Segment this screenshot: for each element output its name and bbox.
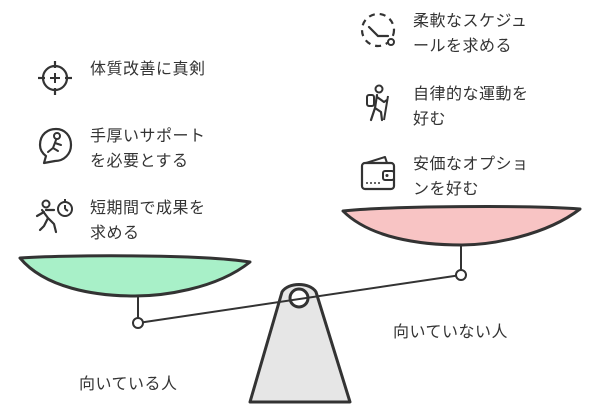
- left-item-2: 手厚いサポート を必要とする: [34, 124, 206, 173]
- left-joint: [132, 317, 144, 329]
- right-item-1-line-1: 柔軟なスケジュ: [413, 11, 528, 30]
- right-item-2: 自律的な運動を 好む: [357, 82, 529, 131]
- right-item-2-line-1: 自律的な運動を: [413, 84, 529, 103]
- running-timer-icon: [35, 199, 73, 234]
- left-item-2-line-1: 手厚いサポート: [90, 126, 206, 145]
- right-item-1: 柔軟なスケジュ ールを求める: [357, 9, 527, 58]
- right-item-2-line-2: 好む: [413, 109, 447, 128]
- clock-dashed-icon: [360, 12, 396, 48]
- left-pan: [18, 254, 252, 298]
- right-item-3-line-1: 安価なオプショ: [413, 154, 529, 173]
- right-joint: [455, 269, 467, 281]
- right-item-1-line-2: ールを求める: [413, 36, 513, 55]
- left-item-2-line-2: を必要とする: [90, 151, 189, 170]
- scale-beam: [137, 274, 462, 324]
- wallet-icon: [360, 156, 396, 191]
- right-item-3: 安価なオプショ ンを好む: [357, 152, 529, 201]
- right-pan: [341, 205, 582, 247]
- supported-person-icon: [38, 127, 73, 165]
- right-item-3-line-2: ンを好む: [413, 179, 480, 198]
- left-item-1: 体質改善に真剣: [34, 57, 206, 99]
- hiker-icon: [366, 84, 389, 122]
- left-item-3: 短期間で成果を 求める: [34, 196, 206, 245]
- target-improve-icon: [38, 61, 72, 95]
- left-group-label: 向いている人: [79, 374, 178, 393]
- left-item-3-line-1: 短期間で成果を: [90, 198, 206, 217]
- fulcrum-stand: [248, 283, 352, 404]
- left-item-1-line-1: 体質改善に真剣: [90, 59, 206, 78]
- right-group-label: 向いていない人: [393, 322, 509, 341]
- left-item-3-line-2: 求める: [90, 223, 140, 242]
